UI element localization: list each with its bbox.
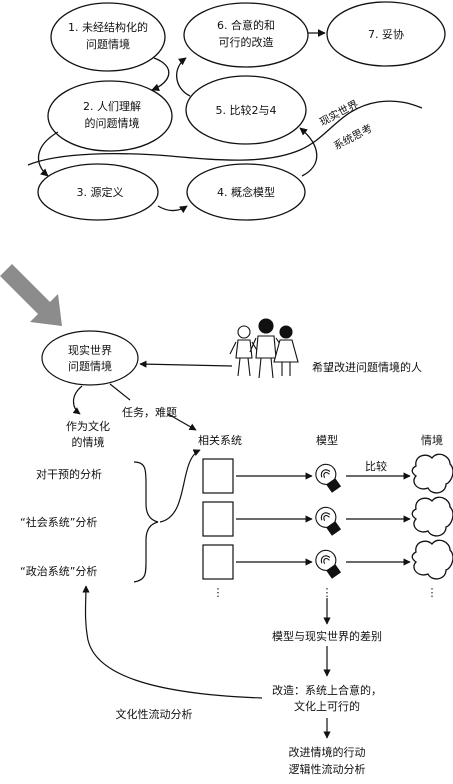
model-lightbulb-icon-1 [315,463,342,493]
stage-5-line-1: 5. 比较2与4 [216,103,277,117]
stage-4-line-1: 4. 概念模型 [217,185,275,199]
real-world-situation-ellipse [41,330,139,386]
arrow-2-to-3 [37,131,59,177]
real-world-divider-line [27,100,423,166]
header-related-systems: 相关系统 [198,433,242,447]
change-line-2: 文化上可行的 [294,699,360,713]
stage-5-ellipse [185,75,307,145]
stage-1-line-1: 1. 未经结构化的 [68,20,148,34]
system-box-3 [202,544,234,580]
arrow-5-to-6 [176,57,191,97]
arrow-3-to-4 [157,205,188,214]
action-line-2: 逻辑性流动分析 [289,762,366,776]
stage-6-line-2: 可行的改造 [219,35,274,49]
bottom-diagram-lines [41,330,411,739]
situation-blob-1 [411,453,453,494]
culture-line-1: 作为文化 [66,419,110,433]
stage-6-ellipse [183,2,309,68]
model-lightbulb-icon-2 [315,506,342,536]
stage-2-line-1: 2. 人们理解 [83,99,141,113]
arrow-situation-to-task [109,383,131,401]
culture-stream-label: 文化性流动分析 [116,707,193,721]
compare-label: 比较 [365,459,387,473]
people-label: 希望改进问题情境的人 [312,360,422,374]
arrow-situation-to-culture [72,385,83,415]
system-box-2 [202,501,234,537]
culture-line-2: 的情境 [72,435,105,449]
real-world-situation-line-2: 问题情境 [68,359,112,373]
stage-4-ellipse [186,163,306,221]
ellipsis-systems: ⋮ [213,586,224,599]
situation-blob-3 [411,539,453,580]
stage-1-ellipse [50,2,166,72]
systems-thinking-label: 系统思考 [331,121,374,152]
arrow-1-to-2 [151,57,170,92]
analysis-brace [133,461,159,583]
arrow-brace-to-systems [159,449,201,523]
real-world-label: 现实世界 [317,97,361,128]
real-world-situation-line-1: 现实世界 [68,343,112,357]
transition-arrow [0,264,62,326]
stage-7-ellipse [326,1,446,67]
change-line-1: 改造：系统上合意的， [272,683,382,697]
ellipsis-situation: ⋮ [427,586,438,599]
top-cycle [27,1,446,221]
stage-2-ellipse [47,80,173,152]
bottom-diagram-labels: 现实世界 问题情境 希望改进问题情境的人 任务，难题 作为文化 的情境 对干预的… [20,343,443,776]
top-cycle-labels: 1. 未经结构化的 问题情境 2. 人们理解 的问题情境 3. 源定义 4. 概… [68,18,404,199]
arrow-culture-stream-feedback [82,585,263,699]
stage-7-line-1: 7. 妥协 [368,27,404,41]
difference-label: 模型与现实世界的差别 [272,629,382,643]
stage-1-line-2: 问题情境 [86,37,130,51]
arrow-task-to-systems [167,413,197,431]
situation-blob-2 [411,496,453,537]
analysis-intervention: 对干预的分析 [36,467,102,481]
arrow-4-to-5 [299,127,318,177]
model-lightbulb-icon-3 [315,549,342,579]
situation-shapes [411,453,453,580]
analysis-social-system: “社会系统”分析 [20,515,97,529]
action-line-1: 改进情境的行动 [289,745,366,759]
model-icons [315,463,342,579]
task-label: 任务，难题 [122,406,177,419]
people-icon [229,318,299,379]
stage-3-ellipse [37,163,159,221]
stage-3-line-1: 3. 源定义 [77,185,124,199]
analysis-political-system: “政治系统”分析 [20,564,97,578]
arrow-people-to-situation [139,360,233,368]
stage-6-line-1: 6. 合意的和 [217,18,275,32]
stage-2-line-2: 的问题情境 [85,116,140,130]
header-models: 模型 [316,433,338,447]
header-situation: 情境 [421,433,443,447]
ellipsis-models: ⋮ [322,586,333,599]
system-box-1 [202,458,234,494]
